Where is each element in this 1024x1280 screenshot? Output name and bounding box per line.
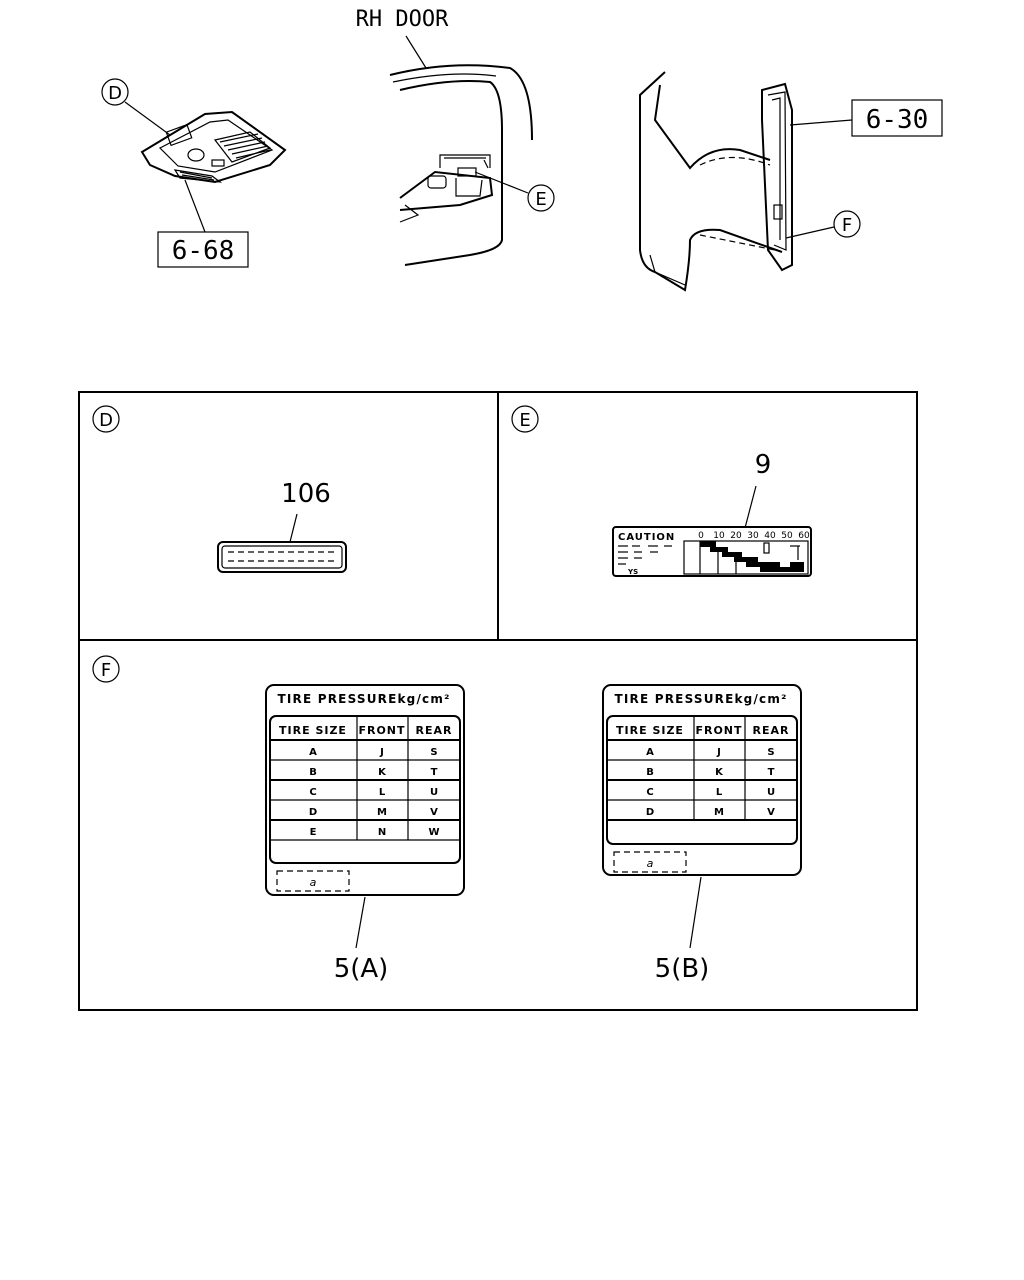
- label-a-cell: V: [430, 807, 438, 818]
- rh-door-illustration: [389, 64, 533, 266]
- overhead-console-illustration: [140, 110, 287, 184]
- part-number-9: 9: [755, 450, 772, 480]
- label-a-header-rear: REAR: [416, 724, 453, 737]
- leader-line-door-ref: [789, 119, 853, 126]
- panel-e: E 9 CAUTION YS 0 10 20 30 40 50 60: [511, 405, 812, 577]
- panel-e-marker: E: [519, 410, 530, 431]
- leader-line-door: [405, 35, 427, 69]
- callout-f-circle: [833, 210, 861, 238]
- detail-panels-frame: [78, 391, 918, 1011]
- caution-label: CAUTION YS 0 10 20 30 40 50 60: [612, 526, 812, 577]
- label-a-cell: W: [428, 827, 439, 838]
- label-a-cell: L: [379, 787, 386, 798]
- callout-e-label: E: [535, 189, 546, 210]
- label-b-cell: A: [646, 747, 654, 758]
- part-number-106: 106: [281, 479, 331, 509]
- label-b-cell: S: [767, 747, 774, 758]
- leader-line-d: [124, 101, 171, 136]
- door-edge-illustration: [639, 71, 793, 292]
- label-a-cell: J: [379, 747, 384, 758]
- label-a-cell: T: [431, 767, 438, 778]
- label-b-cell: J: [716, 747, 721, 758]
- label-b-cell: U: [767, 787, 775, 798]
- callout-d-circle: [101, 78, 129, 106]
- label-b-cell: C: [646, 787, 653, 798]
- caution-chart-bars: [700, 541, 804, 572]
- panel-f: F TIRE PRESSUREkg/cm² TIRE SIZE FRONT RE…: [92, 655, 802, 984]
- leader-line-9: [744, 485, 757, 529]
- label-a-cell: A: [309, 747, 317, 758]
- label-a-cell: U: [430, 787, 438, 798]
- part-number-5a: 5(A): [334, 954, 389, 984]
- caution-scale-ticks: 0 10 20 30 40 50 60: [698, 531, 810, 541]
- tire-pressure-label-a: TIRE PRESSUREkg/cm² TIRE SIZE FRONT REAR…: [265, 684, 465, 896]
- label-b-box-letter: a: [647, 857, 654, 870]
- scale-tick-label: 20: [730, 531, 742, 541]
- rh-door-label: RH DOOR: [356, 7, 449, 32]
- leader-line-5a: [355, 896, 366, 949]
- callout-d-label: D: [108, 83, 122, 104]
- label-a-cell: S: [430, 747, 437, 758]
- label-106: [217, 541, 347, 573]
- label-b-cell: D: [646, 807, 654, 818]
- callout-f-label: F: [842, 215, 852, 236]
- label-b-title: TIRE PRESSUREkg/cm²: [614, 692, 787, 706]
- panel-f-marker-circle: [92, 655, 120, 683]
- label-b-cell: K: [715, 767, 724, 778]
- label-b-cell: T: [768, 767, 775, 778]
- caution-label-caption: CAUTION: [618, 532, 675, 543]
- label-b-header-front: FRONT: [695, 724, 742, 737]
- label-a-box-letter: a: [310, 876, 317, 889]
- label-b-header-rear: REAR: [753, 724, 790, 737]
- door-ref-label: 6-30: [866, 105, 929, 135]
- panel-d: D 106: [92, 405, 347, 573]
- label-a-cell: N: [378, 827, 386, 838]
- callout-e-circle: [527, 184, 555, 212]
- door-ref-box: [851, 99, 943, 137]
- console-ref-box: [157, 231, 249, 268]
- label-a-cell: K: [378, 767, 387, 778]
- label-a-title: TIRE PRESSUREkg/cm²: [277, 692, 450, 706]
- part-number-5b: 5(B): [655, 954, 710, 984]
- label-b-cell: L: [716, 787, 723, 798]
- label-b-cell: B: [646, 767, 654, 778]
- scale-tick-label: 10: [713, 531, 725, 541]
- label-b-cell: V: [767, 807, 775, 818]
- tire-pressure-label-b: TIRE PRESSUREkg/cm² TIRE SIZE FRONT REAR…: [602, 684, 802, 876]
- panel-f-marker: F: [101, 660, 111, 681]
- scale-tick-label: 60: [798, 531, 810, 541]
- label-a-cell: C: [309, 787, 316, 798]
- leader-line-f: [785, 226, 835, 239]
- panel-d-marker-circle: [92, 405, 120, 433]
- scale-tick-label: 40: [764, 531, 776, 541]
- label-a-cell: B: [309, 767, 317, 778]
- leader-line-5b: [689, 876, 702, 949]
- panel-e-marker-circle: [511, 405, 539, 433]
- leader-line-106: [289, 513, 298, 543]
- scale-tick-label: 30: [747, 531, 759, 541]
- caution-label-code: YS: [627, 568, 638, 576]
- panel-d-marker: D: [99, 410, 113, 431]
- label-a-cell: E: [310, 827, 317, 838]
- scale-tick-label: 0: [698, 531, 704, 541]
- label-a-header-size: TIRE SIZE: [279, 724, 347, 737]
- label-b-header-size: TIRE SIZE: [616, 724, 684, 737]
- console-ref-label: 6-68: [172, 236, 235, 266]
- label-a-cell: M: [377, 807, 387, 818]
- label-a-cell: D: [309, 807, 317, 818]
- leader-line-e: [474, 171, 529, 194]
- label-a-header-front: FRONT: [358, 724, 405, 737]
- label-b-cell: M: [714, 807, 724, 818]
- scale-tick-label: 50: [781, 531, 793, 541]
- leader-line-console-ref: [184, 179, 206, 233]
